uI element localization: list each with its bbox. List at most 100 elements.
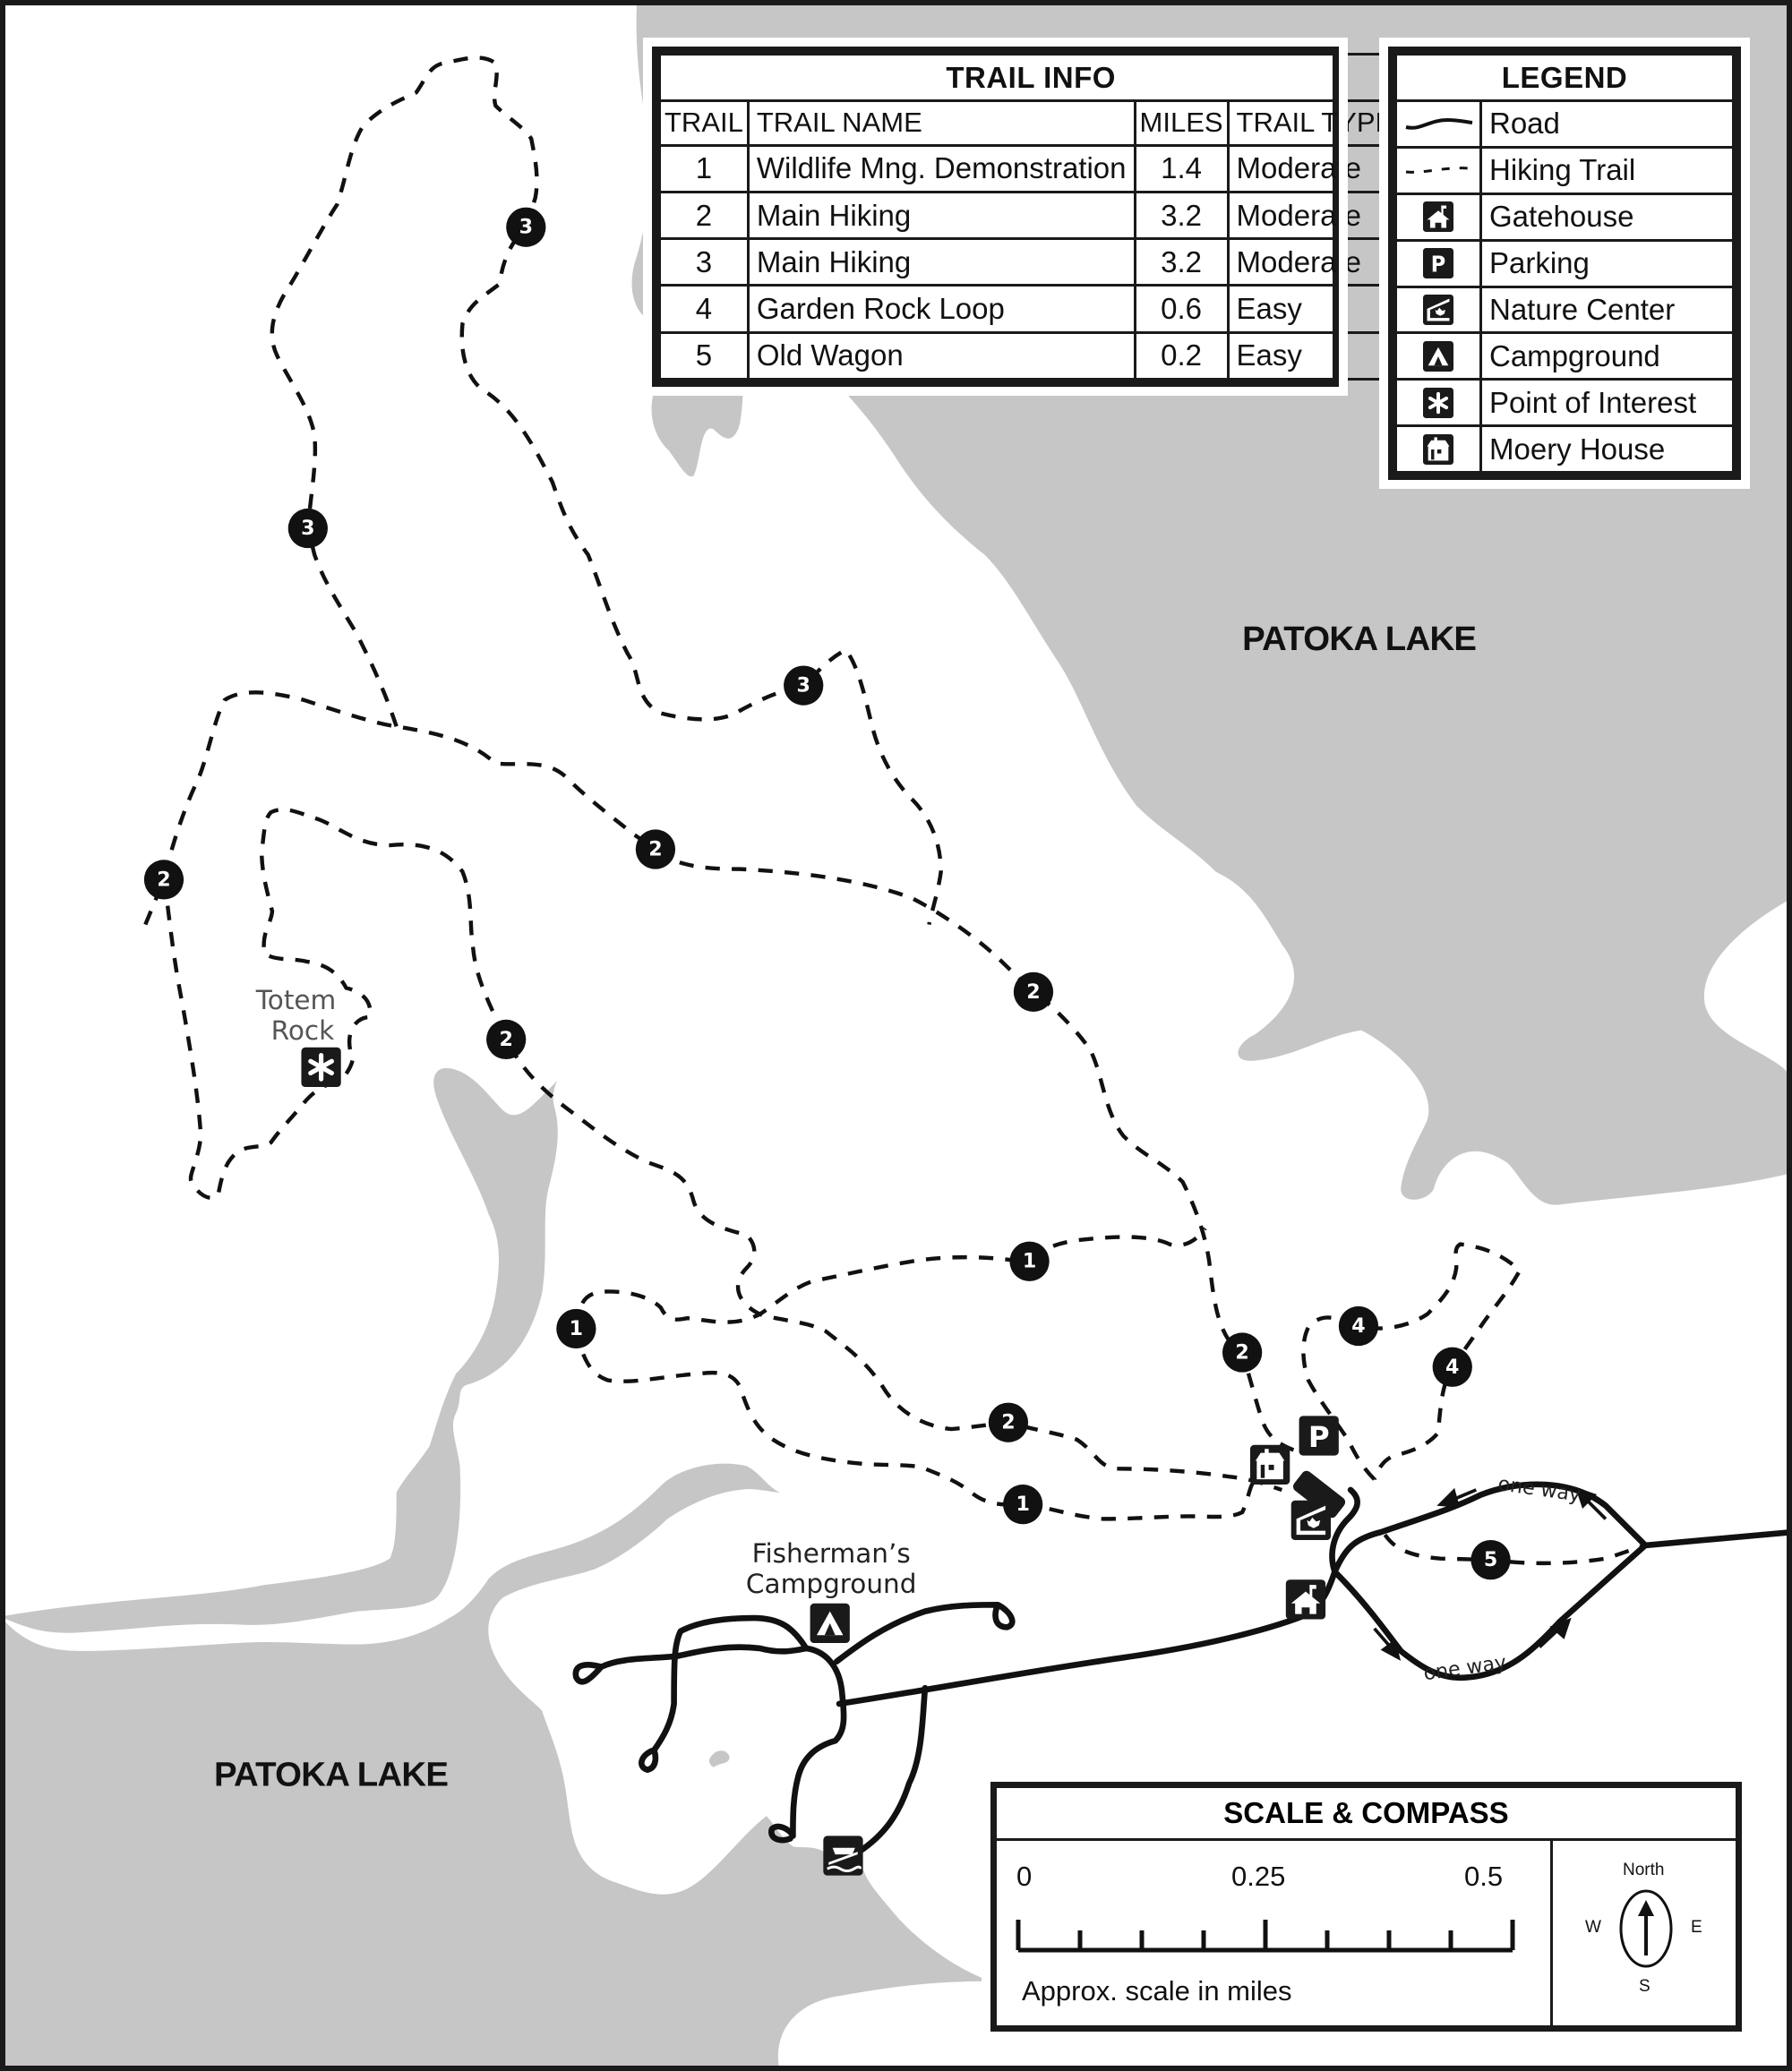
- trail-info-panel: TRAIL INFO TRAIL TRAIL NAME MILES TRAIL …: [643, 38, 1404, 396]
- trail-marker-1[interactable]: 1: [1009, 1241, 1050, 1281]
- road-line-icon: [1405, 118, 1473, 131]
- trail-marker-5[interactable]: 5: [1470, 1539, 1511, 1580]
- svg-text:3: 3: [796, 674, 810, 697]
- trail-info-table: TRAIL INFO TRAIL TRAIL NAME MILES TRAIL …: [657, 53, 1404, 381]
- trail-marker-1[interactable]: 1: [556, 1308, 596, 1349]
- trail-marker-2[interactable]: 2: [486, 1019, 527, 1060]
- trail-number: 2: [658, 190, 750, 241]
- trail-info-header-row: TRAIL TRAIL NAME MILES TRAIL TYPE: [658, 99, 1404, 147]
- scale-tick-0-25: 0.25: [1231, 1861, 1286, 1892]
- legend-item: Road: [1394, 99, 1735, 149]
- nature-center-icon[interactable]: [1290, 1500, 1331, 1540]
- trail-2-main: [143, 690, 1303, 1455]
- hiking-trail-dash-icon: [1405, 167, 1471, 175]
- legend-label: Parking: [1479, 238, 1735, 288]
- trail-miles: 0.2: [1133, 330, 1230, 381]
- table-row: 1 Wildlife Mng. Demonstration 1.4 Modera…: [658, 143, 1404, 193]
- parking-icon: P: [1423, 248, 1453, 279]
- column-header-trail-name: TRAIL NAME: [746, 99, 1136, 147]
- legend-label: Hiking Trail: [1479, 145, 1735, 195]
- svg-text:P: P: [1431, 252, 1445, 278]
- svg-text:1: 1: [1016, 1493, 1029, 1516]
- trail-type: Moderate: [1226, 190, 1404, 241]
- trail-markers: 3 3 3 2 2 2 2 2 2 1 1 1 4 4 5: [143, 207, 1511, 1580]
- legend-item: Campground: [1394, 331, 1735, 381]
- trail-info-title: TRAIL INFO: [657, 53, 1404, 102]
- svg-text:5: 5: [1484, 1548, 1497, 1571]
- legend-item: Hiking Trail: [1394, 145, 1735, 195]
- totem-rock-label-line1: Totem: [255, 985, 337, 1015]
- legend-label: Road: [1479, 99, 1735, 149]
- trail-marker-2[interactable]: 2: [635, 829, 676, 869]
- point-of-interest-icon[interactable]: [301, 1047, 341, 1088]
- svg-text:2: 2: [1026, 980, 1040, 1004]
- trail-marker-4[interactable]: 4: [1338, 1305, 1379, 1347]
- trail-number: 4: [658, 284, 750, 334]
- trail-marker-2[interactable]: 2: [988, 1402, 1029, 1442]
- compass-north-label: North: [1623, 1861, 1665, 1879]
- legend-label: Campground: [1479, 331, 1735, 381]
- svg-text:4: 4: [1351, 1314, 1365, 1338]
- parking-spur: [1329, 1486, 1360, 1575]
- legend-item: Gatehouse: [1394, 192, 1735, 242]
- trail-type: Easy: [1226, 284, 1404, 334]
- svg-text:2: 2: [499, 1028, 512, 1051]
- scale-compass-title: SCALE & COMPASS: [997, 1788, 1736, 1841]
- gatehouse-icon[interactable]: [1285, 1579, 1326, 1620]
- campground-label-line1: Fisherman’s: [752, 1538, 911, 1569]
- svg-text:P: P: [1308, 1420, 1330, 1454]
- trail-marker-2[interactable]: 2: [1013, 971, 1054, 1012]
- lake-label-northeast: PATOKA LAKE: [1242, 620, 1476, 658]
- trail-miles: 3.2: [1133, 190, 1230, 241]
- trail-marker-1[interactable]: 1: [1003, 1485, 1043, 1525]
- legend-label: Moery House: [1479, 424, 1735, 474]
- trail-marker-3[interactable]: 3: [506, 207, 546, 247]
- totem-rock-label-line2: Rock: [271, 1015, 335, 1046]
- campground-label-line2: Campground: [746, 1569, 917, 1599]
- trail-1: [574, 1227, 1257, 1521]
- legend-item: Moery House: [1394, 424, 1735, 474]
- legend-panel: LEGEND Road Hiking Trail Gatehouse P Par…: [1379, 38, 1750, 489]
- trail-marker-2[interactable]: 2: [143, 860, 184, 900]
- trail-marker-3[interactable]: 3: [287, 508, 328, 549]
- legend-item: Nature Center: [1394, 285, 1735, 335]
- parking-icon[interactable]: P: [1299, 1416, 1339, 1456]
- trail-4: [1301, 1242, 1522, 1481]
- legend-item: Point of Interest: [1394, 378, 1735, 428]
- compass: North W E S: [1550, 1841, 1736, 2025]
- legend-label: Nature Center: [1479, 285, 1735, 335]
- compass-south-label: S: [1639, 1977, 1651, 1996]
- moery-house-icon[interactable]: [1249, 1444, 1290, 1485]
- roads: one way one way: [572, 1472, 1792, 1855]
- campground-east-road: [833, 1601, 1016, 1665]
- campground-icon[interactable]: [810, 1603, 850, 1644]
- boat-ramp-icon[interactable]: [823, 1836, 863, 1876]
- one-way-arrows: [1373, 1487, 1608, 1661]
- table-row: 2 Main Hiking 3.2 Moderate: [658, 190, 1404, 241]
- svg-text:2: 2: [157, 868, 170, 891]
- campground-north-road: [639, 1614, 810, 1773]
- trail-type: Moderate: [1226, 237, 1404, 287]
- column-header-trail: TRAIL: [658, 99, 750, 147]
- scale-tick-0-5: 0.5: [1464, 1861, 1504, 1892]
- one-way-label-north: one way: [1496, 1472, 1582, 1507]
- svg-text:4: 4: [1445, 1356, 1459, 1379]
- scale-caption: Approx. scale in miles: [1022, 1975, 1292, 2007]
- patoka-lake-southwest: [0, 1067, 991, 2071]
- trail-name: Old Wagon: [746, 330, 1136, 381]
- scale-tick-0: 0: [1016, 1861, 1033, 1892]
- table-row: 5 Old Wagon 0.2 Easy: [658, 330, 1404, 381]
- svg-text:1: 1: [1023, 1250, 1036, 1273]
- trail-marker-3[interactable]: 3: [784, 665, 824, 706]
- svg-text:3: 3: [519, 216, 533, 239]
- compass-east-label: E: [1691, 1918, 1702, 1937]
- trail-miles: 1.4: [1133, 143, 1230, 193]
- scale-compass-panel: SCALE & COMPASS 0 0.25 0.5 Approx. scale…: [982, 1773, 1751, 2041]
- south-spur: [768, 1823, 796, 1844]
- trail-type: Moderate: [1226, 143, 1404, 193]
- trail-miles: 0.6: [1133, 284, 1230, 334]
- trail-miles: 3.2: [1133, 237, 1230, 287]
- trail-marker-2[interactable]: 2: [1222, 1332, 1263, 1373]
- trail-marker-4[interactable]: 4: [1432, 1347, 1472, 1387]
- svg-text:1: 1: [570, 1317, 583, 1340]
